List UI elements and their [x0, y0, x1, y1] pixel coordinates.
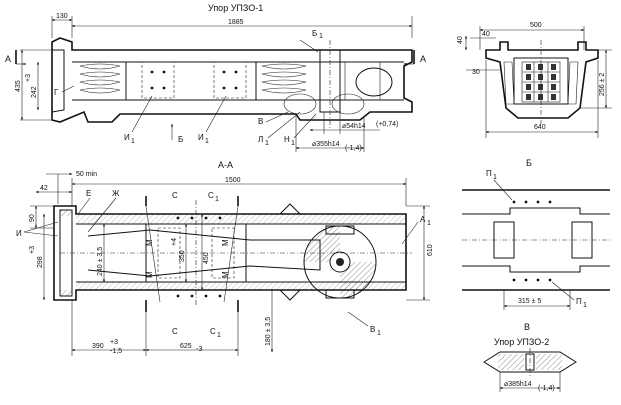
label-C1-top-sub: 1	[215, 196, 219, 203]
label-C1-bottom: С	[210, 327, 216, 336]
label-A-left: А	[5, 54, 11, 64]
view-end: 500 40 40 30 256 ± 2	[457, 22, 612, 138]
title-section-aa: А-А	[218, 160, 233, 170]
dim-625-tol: -3	[196, 346, 202, 353]
dim-390: 390	[92, 343, 104, 350]
view-b: Б П 1 П 1 315 ± 5	[462, 158, 610, 310]
view-upor1-side: Упор УПЗО-1 130 1885	[5, 3, 426, 152]
label-C1-bottom-sub: 1	[217, 332, 221, 339]
dim-130: 130	[56, 13, 68, 20]
dim-90: 90	[29, 214, 36, 222]
dim-1500: 1500	[225, 177, 241, 184]
label-L1-sub: 1	[265, 140, 269, 147]
label-I1-b: И	[198, 133, 204, 142]
label-V1: В	[370, 325, 375, 334]
label-C1-top: С	[208, 191, 214, 200]
label-A1-sub: 1	[427, 220, 431, 227]
dim-610: 610	[427, 244, 434, 256]
dim-d385: ⌀385h14	[504, 381, 532, 388]
label-I1-b-sub: 1	[205, 138, 209, 145]
dim-d355-tol: (-1,4)	[345, 145, 362, 152]
dim-242: 242	[31, 86, 38, 98]
label-N1: Н	[284, 135, 290, 144]
label-P1-top: П	[486, 169, 492, 178]
dim-390-tol-dn: -1,5	[110, 348, 122, 355]
dim-d54-tol: (+0,74)	[376, 121, 398, 128]
dim-40-v: 40	[457, 36, 464, 44]
label-M-2: М	[145, 271, 154, 278]
dim-315: 315 ± 5	[518, 298, 541, 305]
label-N1-sub: 1	[291, 140, 295, 147]
label-I: И	[16, 229, 22, 238]
label-I1-a-sub: 1	[131, 138, 135, 145]
title-view-v: В	[524, 322, 530, 332]
view-v-upor2: В Упор УПЗО-2 ⌀385h14 (-1,4)	[483, 322, 577, 392]
label-ZH: Ж	[112, 189, 120, 198]
dim-256: 256 ± 2	[599, 73, 606, 96]
dim-d355: ⌀355h14	[312, 141, 340, 148]
label-G: Г	[54, 88, 59, 97]
label-P1-bottom: П	[576, 297, 582, 306]
label-M1-1: М	[221, 239, 230, 246]
dim-1885: 1885	[228, 19, 244, 26]
title-upor2: Упор УПЗО-2	[494, 337, 549, 347]
label-A1: А	[420, 215, 426, 224]
dim-350-tol: +4	[171, 238, 178, 246]
dim-625: 625	[180, 343, 192, 350]
label-B-view: Б	[178, 135, 183, 144]
dim-30: 30	[472, 69, 480, 76]
label-P1-bottom-sub: 1	[583, 302, 587, 309]
label-C-top: С	[172, 191, 178, 200]
title-view-b: Б	[526, 158, 532, 168]
label-B1-sub: 1	[319, 33, 323, 40]
label-A-right: А	[420, 54, 426, 64]
dim-242-tol: +3	[25, 74, 32, 82]
label-E: Е	[86, 189, 91, 198]
title-upor1: Упор УПЗО-1	[208, 3, 263, 13]
label-M1-2: М	[221, 271, 230, 278]
dim-40-h: 40	[482, 31, 490, 38]
dim-180: 180 ± 3,5	[265, 317, 272, 346]
label-I1-a: И	[124, 133, 130, 142]
dim-450: 450	[203, 252, 210, 264]
dim-640: 640	[534, 124, 546, 131]
view-section-aa: А-А 50 min 1500 42	[16, 160, 434, 356]
dim-390-tol-up: +3	[110, 339, 118, 346]
label-V: В	[258, 117, 263, 126]
label-M-1: М	[145, 239, 154, 246]
label-B1: Б	[312, 29, 317, 38]
label-P1-top-sub: 1	[493, 174, 497, 181]
dim-240: 240 ± 3,5	[97, 247, 104, 276]
dim-500: 500	[530, 22, 542, 29]
label-L1: Л	[258, 135, 263, 144]
label-V1-sub: 1	[377, 330, 381, 337]
dim-350: 350	[179, 250, 186, 262]
dim-42: 42	[40, 185, 48, 192]
dim-d54: ⌀54h14	[342, 123, 366, 130]
dim-298: 298	[37, 256, 44, 268]
dim-298-tol: +3	[29, 246, 36, 254]
dim-50min: 50 min	[76, 171, 97, 178]
label-C-bottom: С	[172, 327, 178, 336]
dim-435: 435	[15, 80, 22, 92]
dim-d385-tol: (-1,4)	[538, 385, 555, 392]
